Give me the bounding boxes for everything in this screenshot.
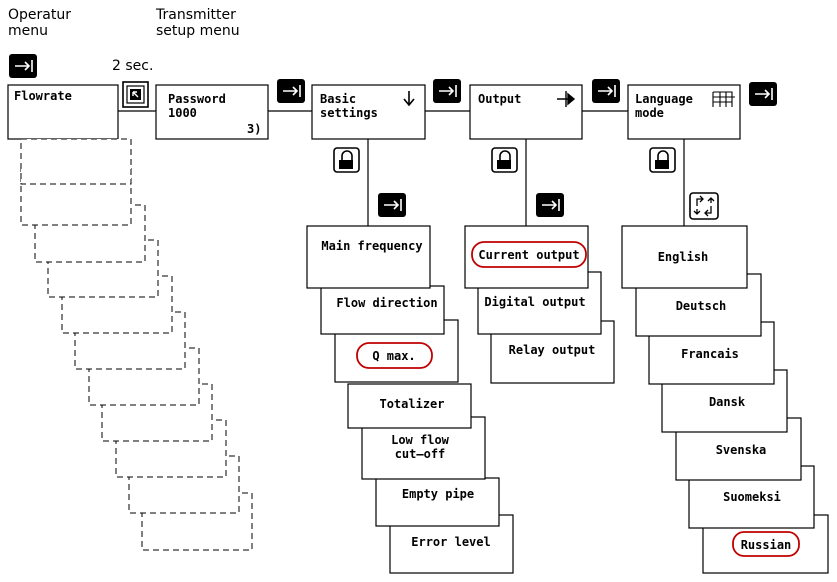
list-item-english[interactable]: English [621, 225, 748, 289]
operator-display-stack [20, 138, 253, 551]
operator-menu-title-1: Operatur [8, 7, 71, 23]
basic-settings-label-1: Basic [320, 92, 356, 106]
output-box[interactable]: Output [469, 84, 583, 140]
language-list: Russian Suomeksi Svenska Dansk Francais … [621, 225, 829, 574]
enter-key-icon [378, 193, 406, 217]
basic-settings-box[interactable]: Basic settings [311, 84, 426, 140]
password-label: Password [168, 92, 226, 106]
transmitter-menu-title-2: setup menu [156, 23, 240, 39]
enter-key-icon [277, 79, 305, 103]
list-item-label: English [658, 250, 709, 264]
enter-key-icon [592, 79, 620, 103]
list-item-label: Dansk [709, 395, 746, 409]
output-label: Output [478, 92, 521, 106]
password-note: 3) [247, 122, 261, 136]
hold-time-label: 2 sec. [112, 58, 153, 74]
enter-key-icon [536, 193, 564, 217]
list-item-flow-direction[interactable]: Flow direction [320, 285, 445, 335]
list-item-label: Russian [741, 538, 792, 552]
list-item-label: Digital output [484, 295, 585, 309]
list-item-label: Current output [478, 248, 579, 262]
list-item-totalizer[interactable]: Totalizer [347, 383, 472, 429]
list-item-main-frequency[interactable]: Main frequency [306, 225, 431, 289]
basic-settings-label-2: settings [320, 106, 378, 120]
output-symbol-icon [557, 91, 576, 107]
transmitter-menu-title-1: Transmitter [155, 7, 236, 23]
list-item-label: Error level [411, 535, 490, 549]
list-item-label: Deutsch [676, 299, 727, 313]
list-item-label: Suomeksi [723, 490, 781, 504]
grid-icon [712, 91, 735, 107]
lock-key-icon [333, 147, 360, 173]
flowrate-label: Flowrate [14, 89, 72, 103]
lock-key-icon [491, 147, 518, 173]
list-item-label: Flow direction [336, 296, 437, 310]
list-item-label: Relay output [509, 343, 596, 357]
list-item-empty-pipe[interactable]: Empty pipe [375, 477, 500, 527]
list-item-label: Totalizer [379, 397, 444, 411]
enter-key-icon [749, 82, 777, 106]
list-item-label: Main frequency [321, 239, 422, 253]
enter-key-icon [433, 79, 461, 103]
list-item-label: Q max. [372, 349, 415, 363]
hold-button-icon [122, 81, 149, 108]
enter-key-icon [9, 54, 37, 78]
list-item-label-line1: Low flow [391, 433, 450, 447]
flowrate-box[interactable]: Flowrate [7, 84, 119, 140]
password-code: 1000 [168, 106, 197, 120]
operator-menu-title-2: menu [8, 23, 48, 39]
list-item-label: Francais [681, 347, 739, 361]
language-mode-label-2: mode [635, 106, 664, 120]
password-box[interactable]: Password 1000 3) [155, 84, 269, 140]
basic-settings-list: Error level Empty pipe Low flow cut–off … [306, 225, 514, 574]
lock-key-icon [649, 147, 676, 173]
language-mode-box[interactable]: Language mode [627, 84, 741, 140]
down-arrow-icon [403, 91, 415, 107]
list-item-current-output[interactable]: Current output [464, 225, 589, 289]
arrows-cycle-icon [689, 192, 719, 220]
list-item-label-line2: cut–off [395, 447, 446, 461]
list-item-label: Empty pipe [402, 487, 474, 501]
language-mode-label-1: Language [635, 92, 693, 106]
list-item-label: Svenska [716, 443, 767, 457]
output-list: Relay output Digital output Current outp… [464, 225, 615, 384]
